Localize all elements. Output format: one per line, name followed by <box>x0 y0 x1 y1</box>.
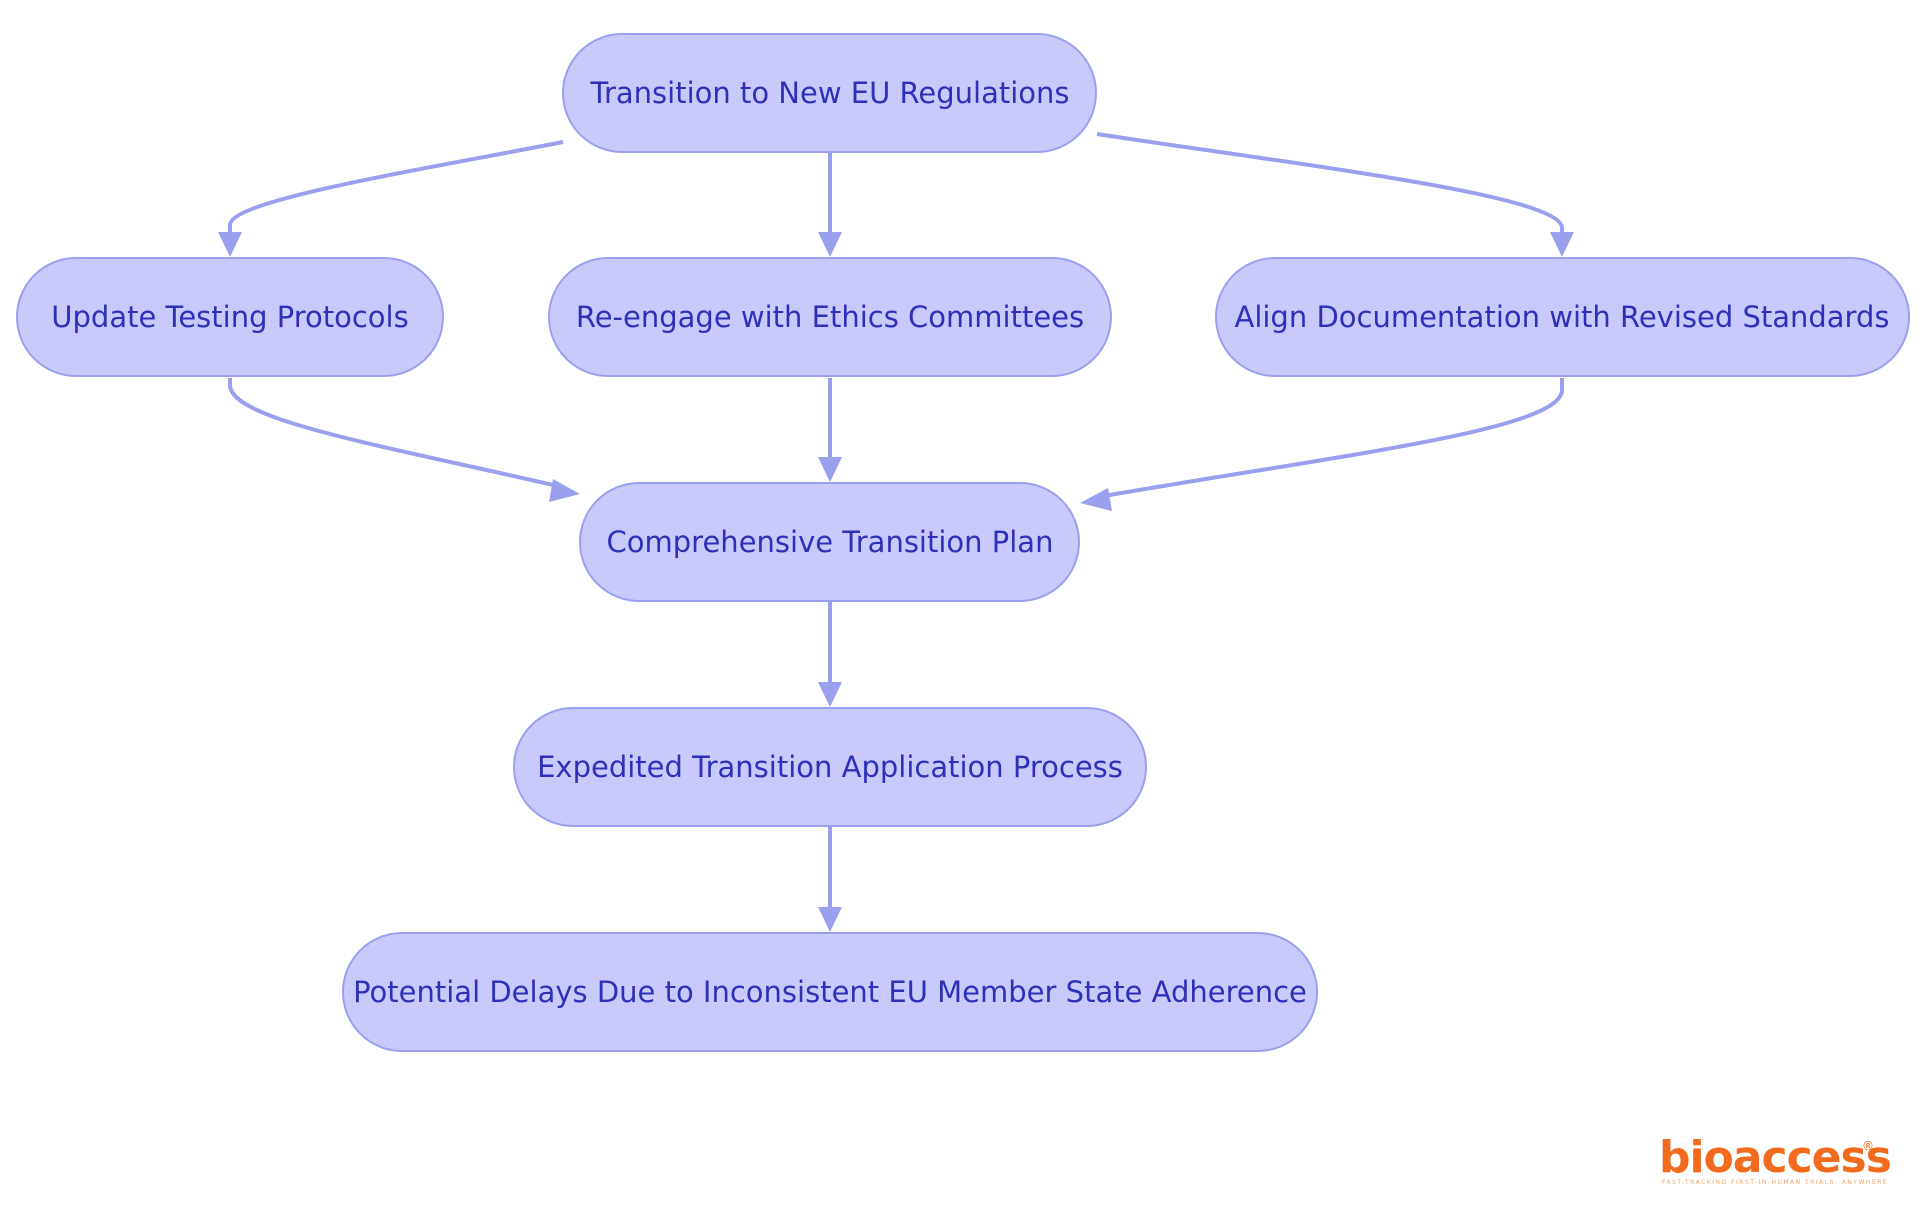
node-update-testing[interactable]: Update Testing Protocols <box>16 257 444 377</box>
node-comprehensive-plan[interactable]: Comprehensive Transition Plan <box>579 482 1080 602</box>
arrowhead-align-docs <box>1550 232 1574 257</box>
edge-update-testing-to-plan <box>228 378 563 489</box>
logo-wordmark: bioaccess <box>1659 1132 1891 1183</box>
node-align-docs[interactable]: Align Documentation with Revised Standar… <box>1215 257 1910 377</box>
node-shape <box>1215 257 1910 377</box>
logo-registered-mark: ® <box>1862 1139 1874 1153</box>
edge-transition-to-align-docs <box>1096 132 1564 238</box>
arrowhead-delays <box>818 907 842 932</box>
arrowhead-plan-right <box>1080 488 1112 511</box>
edge-transition-to-update-testing <box>228 140 564 238</box>
node-shape <box>548 257 1112 377</box>
node-expedited-process[interactable]: Expedited Transition Application Process <box>513 707 1147 827</box>
node-transition[interactable]: Transition to New EU Regulations <box>562 33 1097 153</box>
node-reengage-ethics[interactable]: Re-engage with Ethics Committees <box>548 257 1112 377</box>
logo-tagline: FAST-TRACKING FIRST-IN-HUMAN TRIALS. ANY… <box>1662 1179 1888 1186</box>
node-shape <box>579 482 1080 602</box>
node-shape <box>562 33 1097 153</box>
bioaccess-logo: bioaccess ® FAST-TRACKING FIRST-IN-HUMAN… <box>1659 1132 1892 1186</box>
node-label: Re-engage with Ethics Committees <box>576 300 1084 334</box>
edges <box>218 132 1574 932</box>
node-label: Expedited Transition Application Process <box>537 750 1123 784</box>
node-label: Comprehensive Transition Plan <box>607 525 1054 559</box>
node-shape <box>342 932 1318 1052</box>
node-shape <box>513 707 1147 827</box>
arrowhead-update-testing <box>218 232 242 257</box>
arrowhead-expedited <box>818 682 842 707</box>
node-label: Update Testing Protocols <box>51 300 408 334</box>
node-label: Transition to New EU Regulations <box>590 76 1070 110</box>
node-potential-delays[interactable]: Potential Delays Due to Inconsistent EU … <box>342 932 1318 1052</box>
arrowhead-plan-left <box>549 479 580 502</box>
edge-align-docs-to-plan <box>1097 378 1564 499</box>
node-label: Align Documentation with Revised Standar… <box>1234 300 1889 334</box>
node-label: Potential Delays Due to Inconsistent EU … <box>353 975 1307 1009</box>
arrowhead-reengage-ethics <box>818 232 842 257</box>
arrowhead-plan-center <box>818 457 842 482</box>
node-shape <box>16 257 444 377</box>
